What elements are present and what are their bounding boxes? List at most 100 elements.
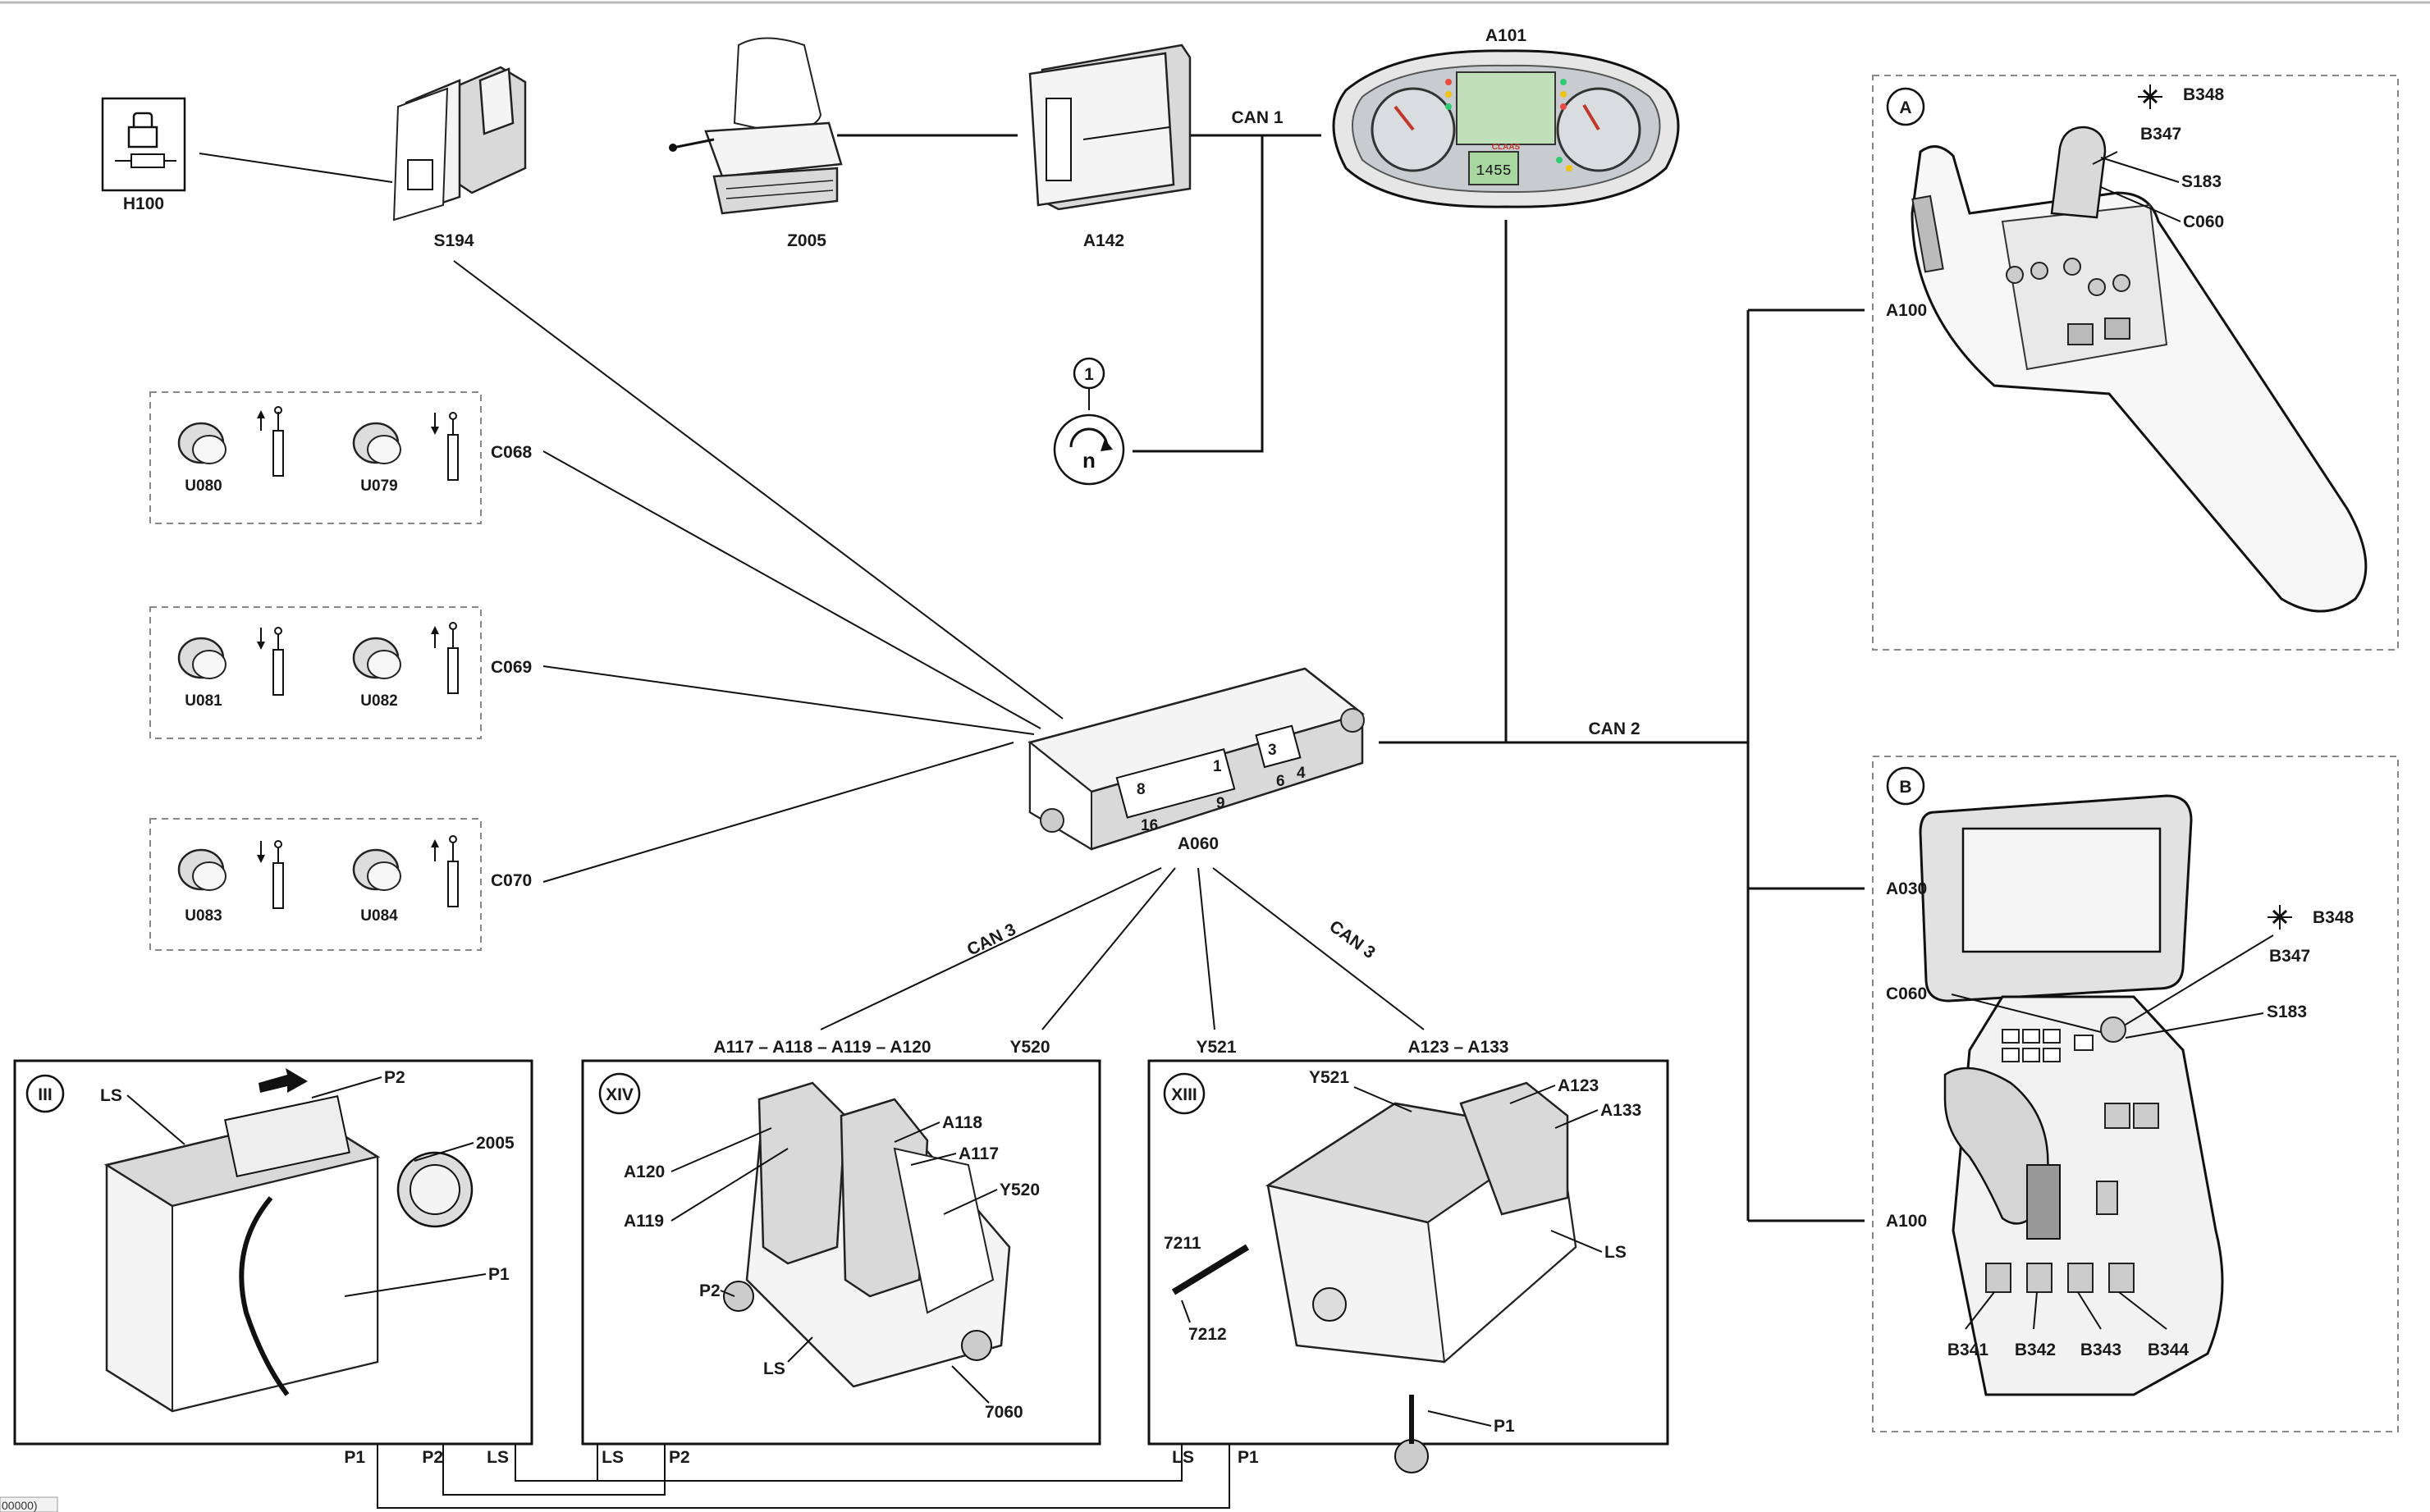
label-u083: U083 [185, 907, 222, 925]
label-c068: C068 [491, 443, 533, 462]
multifunction-lever [1943, 1067, 2049, 1225]
port-xiii-ls: LS [1172, 1448, 1194, 1467]
connector-6-pin [1255, 724, 1302, 769]
label-xiv-y520: Y520 [1000, 1181, 1040, 1199]
a101-dashboard: A101 1455 CLAAS [1332, 26, 1680, 208]
label-can3-left: CAN 3 [964, 920, 1019, 959]
label-a-s183: S183 [2181, 172, 2222, 191]
label-xiv-7060: 7060 [985, 1403, 1023, 1422]
label-b-b348: B348 [2313, 908, 2354, 927]
label-xiii-7212: 7212 [1188, 1325, 1227, 1344]
label-a060: A060 [1178, 834, 1219, 853]
label-u082: U082 [360, 692, 397, 710]
panel-iii-hydraulic-block: A117 – A118 – A119 – A120 III LS P2 2005… [13, 1038, 931, 1467]
header-xiii-a123: A123 – A133 [1408, 1038, 1509, 1057]
wire-can3-left [820, 867, 1162, 1030]
label-can2: CAN 2 [1588, 719, 1640, 738]
label-b344: B344 [2148, 1341, 2190, 1359]
label-u081: U081 [185, 692, 222, 710]
label-a101: A101 [1485, 26, 1527, 45]
u083-actuator: U083 [177, 848, 227, 925]
label-a-b347: B347 [2140, 125, 2181, 144]
marker-1-sensor: 1 n [1053, 357, 1125, 486]
panel-xiii-valve-block: Y521 A123 – A133 XIII Y521 A123 A133 721… [1147, 1038, 1669, 1473]
wire-a060-y521 [1197, 867, 1215, 1030]
header-xiv: Y520 [1009, 1038, 1050, 1057]
label-xiii-a123: A123 [1558, 1076, 1599, 1095]
label-z005: Z005 [787, 231, 826, 250]
port-xiv-p2: P2 [669, 1448, 690, 1467]
panel-b-armrest-terminal: B B348 B347 C060 S183 [1872, 756, 2399, 1432]
cylinder-up-icon [431, 622, 459, 694]
badge-xiii: XIII [1171, 1085, 1197, 1104]
label-b-a030: A030 [1886, 879, 1927, 898]
footer-code: 00000) [2, 1499, 38, 1512]
lcd-small [1468, 151, 1519, 185]
wire-c068-a060 [542, 450, 1041, 729]
label-c070: C070 [491, 871, 532, 890]
cylinder-up-icon [257, 406, 284, 477]
label-xiv-ls: LS [763, 1359, 785, 1378]
c070-group: U083 U084 C070 [149, 818, 532, 951]
hose-p1 [377, 1444, 1230, 1509]
pin-6: 6 [1276, 773, 1285, 790]
terminal-buttons [1985, 1029, 2159, 1293]
label-u080: U080 [185, 477, 222, 495]
badge-iii: III [38, 1085, 53, 1104]
pin-16: 16 [1141, 817, 1158, 834]
cylinder-down-icon [257, 627, 284, 696]
hose-ls [515, 1444, 1183, 1482]
armrest-buttons [2006, 258, 2130, 345]
a142-module: A142 [1028, 43, 1192, 250]
wiring [199, 134, 1865, 1509]
label-xiv-a120: A120 [624, 1163, 665, 1181]
label-a-a100: A100 [1886, 301, 1927, 320]
wire-s194-a060 [453, 260, 1064, 719]
label-b-b347: B347 [2269, 947, 2310, 966]
cylinder-up-icon [431, 835, 459, 907]
label-can3-right: CAN 3 [1325, 917, 1378, 963]
port-iii-p1: P1 [344, 1448, 365, 1467]
label-xiv-a117: A117 [959, 1144, 999, 1163]
label-iii-ls: LS [100, 1086, 122, 1105]
flow-arrow-icon [259, 1068, 308, 1093]
panel-a-armrest: A B348 B347 S183 C060 A100 [1872, 75, 2399, 651]
pin-1: 1 [1213, 758, 1222, 775]
wire-can3-right [1212, 867, 1425, 1030]
panel-xiv-valve-block: Y520 XIV A120 A119 A118 A117 Y520 P2 LS … [581, 1038, 1101, 1467]
throttle-lever [1911, 194, 1944, 273]
badge-xiv: XIV [606, 1085, 634, 1104]
pin-8: 8 [1137, 781, 1146, 798]
label-a-b348: B348 [2183, 85, 2225, 104]
label-u084: U084 [360, 907, 398, 925]
spring-rod [1171, 1244, 1250, 1295]
dashboard-readout: 1455 [1476, 163, 1511, 180]
label-xiii-y521: Y521 [1309, 1068, 1349, 1087]
joystick-grip [2026, 1164, 2061, 1240]
label-xiv-p2: P2 [699, 1281, 721, 1300]
label-a142: A142 [1083, 231, 1124, 250]
label-b-c060: C060 [1886, 984, 1927, 1003]
label-b343: B343 [2080, 1341, 2121, 1359]
label-s194: S194 [433, 231, 474, 250]
label-c069: C069 [491, 658, 532, 677]
label-marker-1: 1 [1084, 365, 1094, 384]
hose-p2 [442, 1444, 666, 1496]
pin-4: 4 [1297, 765, 1306, 782]
label-h100: H100 [123, 194, 164, 213]
header-iii: A117 – A118 – A119 – A120 [713, 1038, 931, 1057]
cylinder-down-icon [257, 840, 284, 909]
lcd-panel [1456, 71, 1556, 145]
wire-can1-to-marker [1133, 135, 1264, 453]
wire-a060-y520 [1041, 867, 1176, 1030]
s194-switch[interactable]: S194 [392, 66, 527, 250]
cylinder-down-icon [431, 412, 459, 481]
z005-seat: Z005 [669, 37, 843, 250]
u081-actuator: U081 [177, 637, 227, 710]
p1-fitting [1394, 1439, 1429, 1473]
label-u079: U079 [360, 477, 397, 495]
c069-group: U081 U082 C069 [149, 606, 532, 739]
label-iii-p2: P2 [384, 1068, 405, 1087]
label-xiii-p1: P1 [1494, 1417, 1515, 1436]
